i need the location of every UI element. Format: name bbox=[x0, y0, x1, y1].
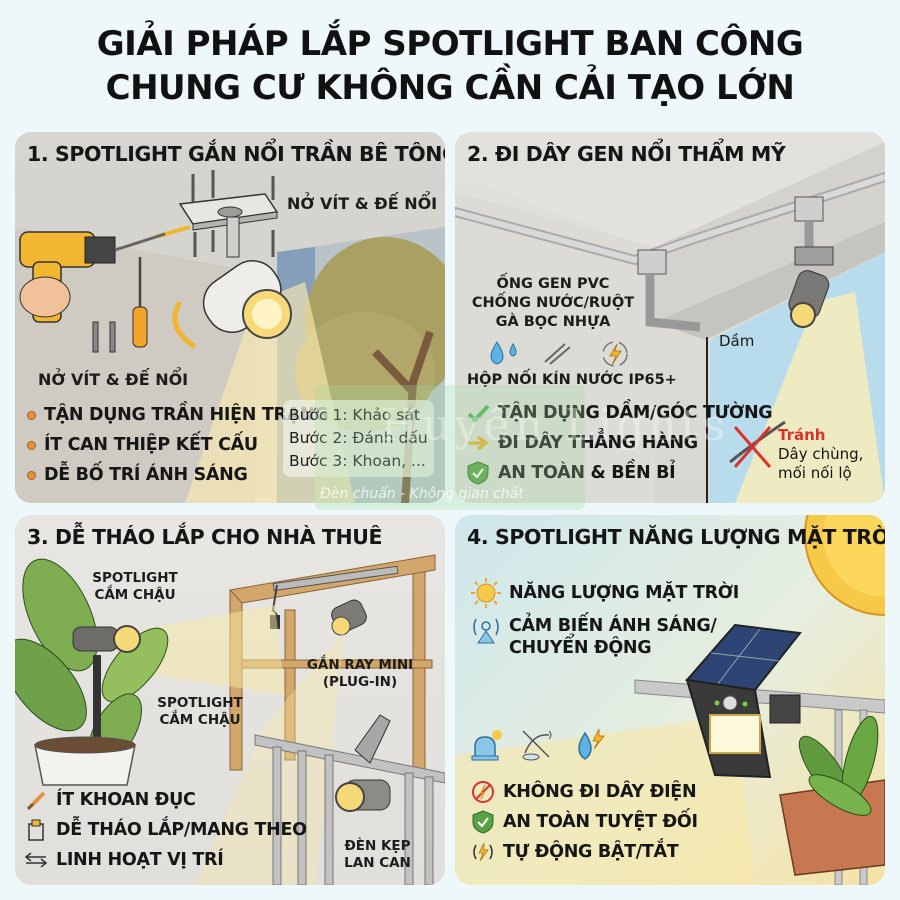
avoid-note: Tránh Dây chùng, mối nối lộ bbox=[778, 426, 863, 483]
feature-item: AN TOÀN TUYỆT ĐỐI bbox=[470, 807, 698, 837]
title-line-1: GIẢI PHÁP LẮP SPOTLIGHT BAN CÔNG bbox=[96, 24, 804, 64]
label-mini-rail: GẮN RAY MINI (PLUG-IN) bbox=[306, 657, 414, 690]
conduit-label: ỐNG GEN PVC CHỐNG NƯỚC/RUỘT GÀ BỌC NHỰA bbox=[471, 276, 635, 330]
install-steps: Bước 1: Khảo sát Bước 2: Đánh dấu Bước 3… bbox=[283, 400, 434, 477]
screwdriver-icon bbox=[132, 257, 148, 348]
watermark-tagline: Đèn chuẩn - Không gian chất bbox=[320, 486, 524, 502]
feature-item: AN TOÀN & BỀN BỈ bbox=[465, 458, 772, 488]
panel-surface-conduit: 2. ĐI DÂY GEN NỔI THẨM MỸ ỐNG GEN PVC CH… bbox=[455, 132, 885, 503]
benefit-item: DỄ BỐ TRÍ ÁNH SÁNG bbox=[27, 460, 328, 490]
conduit-illustration bbox=[455, 142, 885, 503]
pipe-clip-icon bbox=[544, 343, 571, 365]
panel-renter-friendly: 3. DỄ THÁO LẮP CHO NHÀ THUÊ SPOTLIGHT CẮ… bbox=[15, 515, 445, 885]
panel-4-heading: 4. SPOTLIGHT NĂNG LƯỢNG MẶT TRỜI bbox=[467, 525, 885, 549]
feature-item: ĐI DÂY THẲNG HÀNG bbox=[465, 428, 772, 458]
feature-item: TẬN DỤNG DẦM/GÓC TƯỜNG bbox=[465, 398, 773, 428]
tangled-wire-x-icon bbox=[729, 420, 786, 468]
junction-box-label: HỘP NỐI KÍN NƯỚC IP65+ bbox=[467, 372, 677, 388]
sensor-icon bbox=[470, 615, 502, 647]
watermark-brand: Huyền Lights bbox=[380, 400, 730, 451]
panel-ceiling-mount: 1. SPOTLIGHT GẮN NỔI TRẦN BÊ TÔNG NỞ VÍT… bbox=[15, 132, 445, 503]
panel-1-heading: 1. SPOTLIGHT GẮN NỔI TRẦN BÊ TÔNG bbox=[27, 142, 445, 166]
avoid-line-2: mối nối lộ bbox=[778, 464, 852, 482]
rail-spotlight-icon bbox=[331, 599, 367, 636]
panel-4-icon-row bbox=[471, 727, 607, 761]
renter-illustration bbox=[15, 554, 445, 885]
beam-label: Dầm bbox=[719, 332, 755, 350]
shield-check-icon bbox=[465, 460, 491, 486]
title-line-2: CHUNG CƯ KHÔNG CẦN CẢI TẠO LỚN bbox=[105, 68, 795, 108]
bolt-circle-icon bbox=[602, 341, 628, 367]
wall-plug-icon bbox=[92, 321, 116, 353]
swap-arrows-icon bbox=[23, 847, 49, 873]
step-2: Bước 2: Đánh dấu bbox=[289, 429, 428, 447]
feature-item: NĂNG LƯỢNG MẶT TRỜI bbox=[470, 575, 739, 611]
no-wire-icon bbox=[470, 779, 496, 805]
feature-item: LINH HOẠT VỊ TRÍ bbox=[23, 845, 307, 875]
screwdriver-small-icon bbox=[23, 787, 49, 813]
bullet-dot-icon bbox=[27, 410, 36, 420]
stake-spotlight-icon bbox=[72, 625, 141, 653]
railing-icon bbox=[254, 734, 445, 885]
avoid-line-1: Dây chùng, bbox=[778, 445, 864, 463]
label-anchor-plate-top: NỞ VÍT & ĐẾ NỔI bbox=[287, 194, 438, 213]
label-clamp-light: ĐÈN KẸP LAN CAN bbox=[344, 838, 411, 871]
label-stake-spotlight-mid: SPOTLIGHT CẮM CHẬU bbox=[157, 695, 243, 728]
panel-4-features-list: KHÔNG ĐI DÂY ĐIỆN AN TOÀN TUYỆT ĐỐI TỰ Đ… bbox=[470, 777, 698, 867]
auto-bolt-icon bbox=[470, 839, 496, 865]
feature-item: CẢM BIẾN ÁNH SÁNG/ CHUYỂN ĐỘNG bbox=[470, 611, 739, 665]
avoid-title: Tránh bbox=[778, 426, 826, 444]
water-bolt-icon bbox=[578, 728, 605, 760]
spotlight-icon bbox=[788, 270, 830, 328]
drill-icon bbox=[19, 231, 166, 323]
panel-3-heading: 3. DỄ THÁO LẮP CHO NHÀ THUÊ bbox=[27, 525, 383, 549]
feature-item: TỰ ĐỘNG BẬT/TẮT bbox=[470, 837, 698, 867]
spotlight-icon bbox=[202, 260, 292, 339]
page-title: GIẢI PHÁP LẮP SPOTLIGHT BAN CÔNG CHUNG C… bbox=[0, 22, 900, 110]
sun-icon bbox=[804, 515, 885, 616]
benefit-item: ÍT CAN THIỆP KẾT CẤU bbox=[27, 430, 328, 460]
mounting-plate-icon bbox=[178, 170, 279, 258]
panel-2-features-list: TẬN DỤNG DẦM/GÓC TƯỜNG ĐI DÂY THẲNG HÀNG… bbox=[465, 398, 773, 488]
label-stake-spotlight-top: SPOTLIGHT CẮM CHẬU bbox=[92, 570, 178, 603]
feature-item: DỄ THÁO LẮP/MANG THEO bbox=[23, 815, 307, 845]
panel-3-features-list: ÍT KHOAN ĐỤC DỄ THÁO LẮP/MANG THEO LINH … bbox=[23, 785, 307, 875]
sun-small-icon bbox=[470, 577, 502, 609]
bullet-dot-icon bbox=[27, 470, 36, 480]
check-icon bbox=[465, 400, 491, 426]
pot-icon bbox=[34, 736, 136, 786]
shield-check-icon bbox=[470, 809, 496, 835]
label-anchor-plate-left: NỞ VÍT & ĐẾ NỔI bbox=[38, 370, 189, 389]
feature-item: KHÔNG ĐI DÂY ĐIỆN bbox=[470, 777, 698, 807]
panel-solar-spotlight: 4. SPOTLIGHT NĂNG LƯỢNG MẶT TRỜI NĂNG LƯ… bbox=[455, 515, 885, 885]
planter-icon bbox=[779, 715, 885, 876]
panel-2-heading: 2. ĐI DÂY GEN NỔI THẨM MỸ bbox=[467, 142, 786, 166]
feature-item: ÍT KHOAN ĐỤC bbox=[23, 785, 307, 815]
step-1: Bước 1: Khảo sát bbox=[289, 406, 420, 424]
alarm-sun-icon bbox=[471, 730, 502, 761]
panel-1-benefits-list: TẬN DỤNG TRẦN HIỆN TRẠNG ÍT CAN THIỆP KẾ… bbox=[27, 400, 329, 490]
panel-4-top-features: NĂNG LƯỢNG MẶT TRỜI CẢM BIẾN ÁNH SÁNG/ C… bbox=[470, 575, 739, 665]
arrow-right-icon bbox=[465, 430, 491, 456]
water-drops-icon bbox=[490, 341, 517, 365]
step-3: Bước 3: Khoan, ... bbox=[289, 452, 426, 470]
solar-panel-icon bbox=[685, 623, 802, 779]
portable-icon bbox=[23, 817, 49, 843]
benefit-item: TẬN DỤNG TRẦN HIỆN TRẠNG bbox=[27, 400, 329, 430]
bullet-dot-icon bbox=[27, 440, 36, 450]
clamp-spotlight-icon bbox=[335, 714, 391, 812]
satellite-off-icon bbox=[522, 730, 552, 761]
